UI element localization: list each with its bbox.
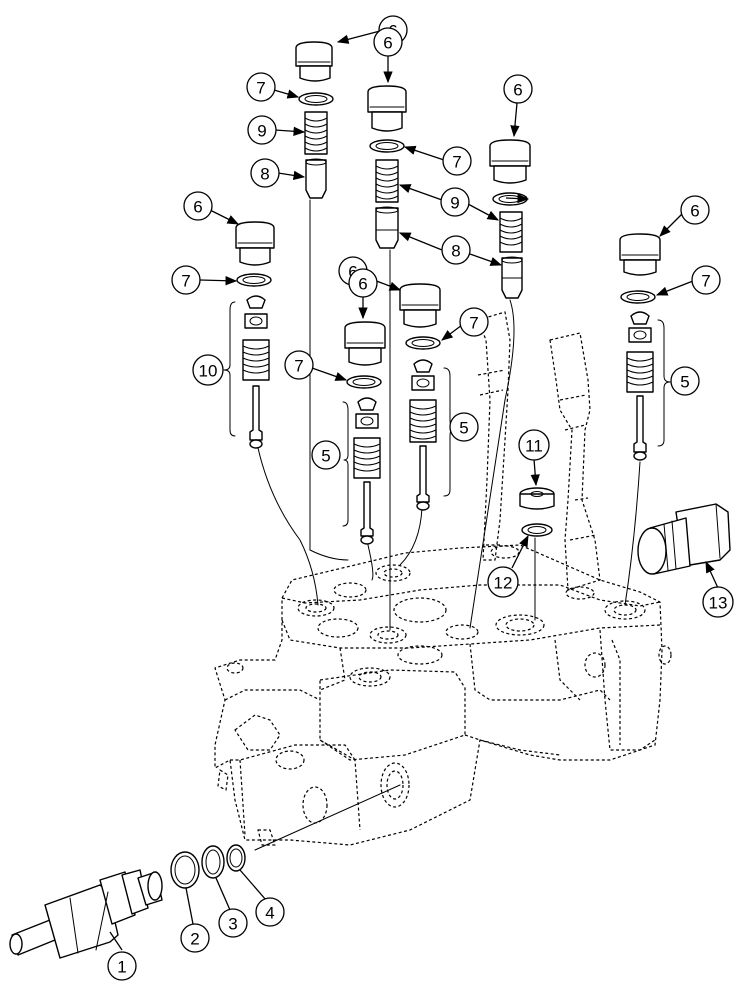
svg-text:10: 10: [199, 362, 218, 381]
svg-text:7: 7: [294, 357, 303, 376]
callout-3: 3: [218, 908, 248, 938]
callout-9a: 9: [247, 115, 277, 145]
callout-10: 10: [192, 354, 224, 386]
valve-body: [214, 544, 672, 846]
cartridge-11: [519, 487, 555, 510]
callouts: 1 2 3 4 5 5 5 6 6 6 6 6 6 6 7 7: [107, 15, 734, 981]
svg-text:7: 7: [452, 153, 461, 172]
svg-text:12: 12: [494, 574, 513, 593]
svg-text:8: 8: [260, 165, 269, 184]
callout-8b: 8: [441, 235, 471, 265]
callout-11: 11: [518, 429, 550, 461]
callout-7d: 7: [691, 265, 721, 295]
valve-cartridge-1: [9, 869, 163, 959]
callout-8a: 8: [250, 158, 280, 188]
svg-text:1: 1: [117, 958, 126, 977]
spring: [242, 111, 654, 479]
callout-7b: 7: [442, 146, 472, 176]
plunger-pin: [249, 385, 647, 545]
svg-text:5: 5: [321, 447, 330, 466]
washer-12: [521, 523, 553, 537]
spool-right: [549, 332, 601, 591]
callout-9b: 9: [440, 187, 470, 217]
o-ring-2: [170, 851, 200, 889]
svg-text:6: 6: [513, 81, 522, 100]
poppet-sleeve: [305, 158, 523, 299]
assembly-guide-lines: [254, 199, 641, 851]
svg-text:6: 6: [193, 198, 202, 217]
svg-text:6: 6: [690, 202, 699, 221]
o-ring-4: [226, 844, 246, 872]
callout-2: 2: [180, 923, 210, 953]
svg-text:7: 7: [181, 272, 190, 291]
svg-text:6: 6: [348, 263, 357, 282]
callout-12: 12: [487, 566, 519, 598]
svg-text:5: 5: [680, 373, 689, 392]
callout-7f: 7: [284, 350, 314, 380]
callout-7e: 7: [459, 307, 489, 337]
svg-text:3: 3: [228, 915, 237, 934]
spring-seat: [244, 295, 652, 429]
callout-7a: 7: [246, 72, 276, 102]
callout-13: 13: [702, 586, 734, 618]
callout-5b: 5: [449, 412, 479, 442]
callout-4: 4: [255, 897, 285, 927]
svg-text:7: 7: [701, 272, 710, 291]
svg-text:4: 4: [265, 904, 274, 923]
plug-13: [637, 503, 731, 575]
svg-text:9: 9: [450, 194, 459, 213]
svg-text:2: 2: [190, 930, 199, 949]
plug-cap: [235, 41, 661, 366]
svg-text:9: 9: [257, 122, 266, 141]
svg-text:5: 5: [459, 419, 468, 438]
svg-text:11: 11: [525, 437, 543, 456]
callout-6c: 6: [503, 74, 533, 104]
callout-7c: 7: [171, 265, 201, 295]
svg-text:13: 13: [709, 594, 728, 613]
svg-text:6: 6: [383, 34, 392, 53]
spool-left: [477, 311, 511, 561]
callout-6g: 6: [348, 268, 378, 298]
svg-text:6: 6: [358, 275, 367, 294]
callout-5a: 5: [311, 440, 341, 470]
o-ring: [236, 92, 656, 389]
callout-6e: 6: [680, 195, 710, 225]
svg-text:8: 8: [451, 242, 460, 261]
svg-text:7: 7: [256, 79, 265, 98]
callout-6d: 6: [183, 191, 213, 221]
svg-text:7: 7: [469, 314, 478, 333]
callout-1: 1: [107, 951, 137, 981]
callout-5c: 5: [670, 366, 700, 396]
backup-ring-3: [201, 845, 225, 879]
callout-6b: 6: [373, 27, 403, 57]
